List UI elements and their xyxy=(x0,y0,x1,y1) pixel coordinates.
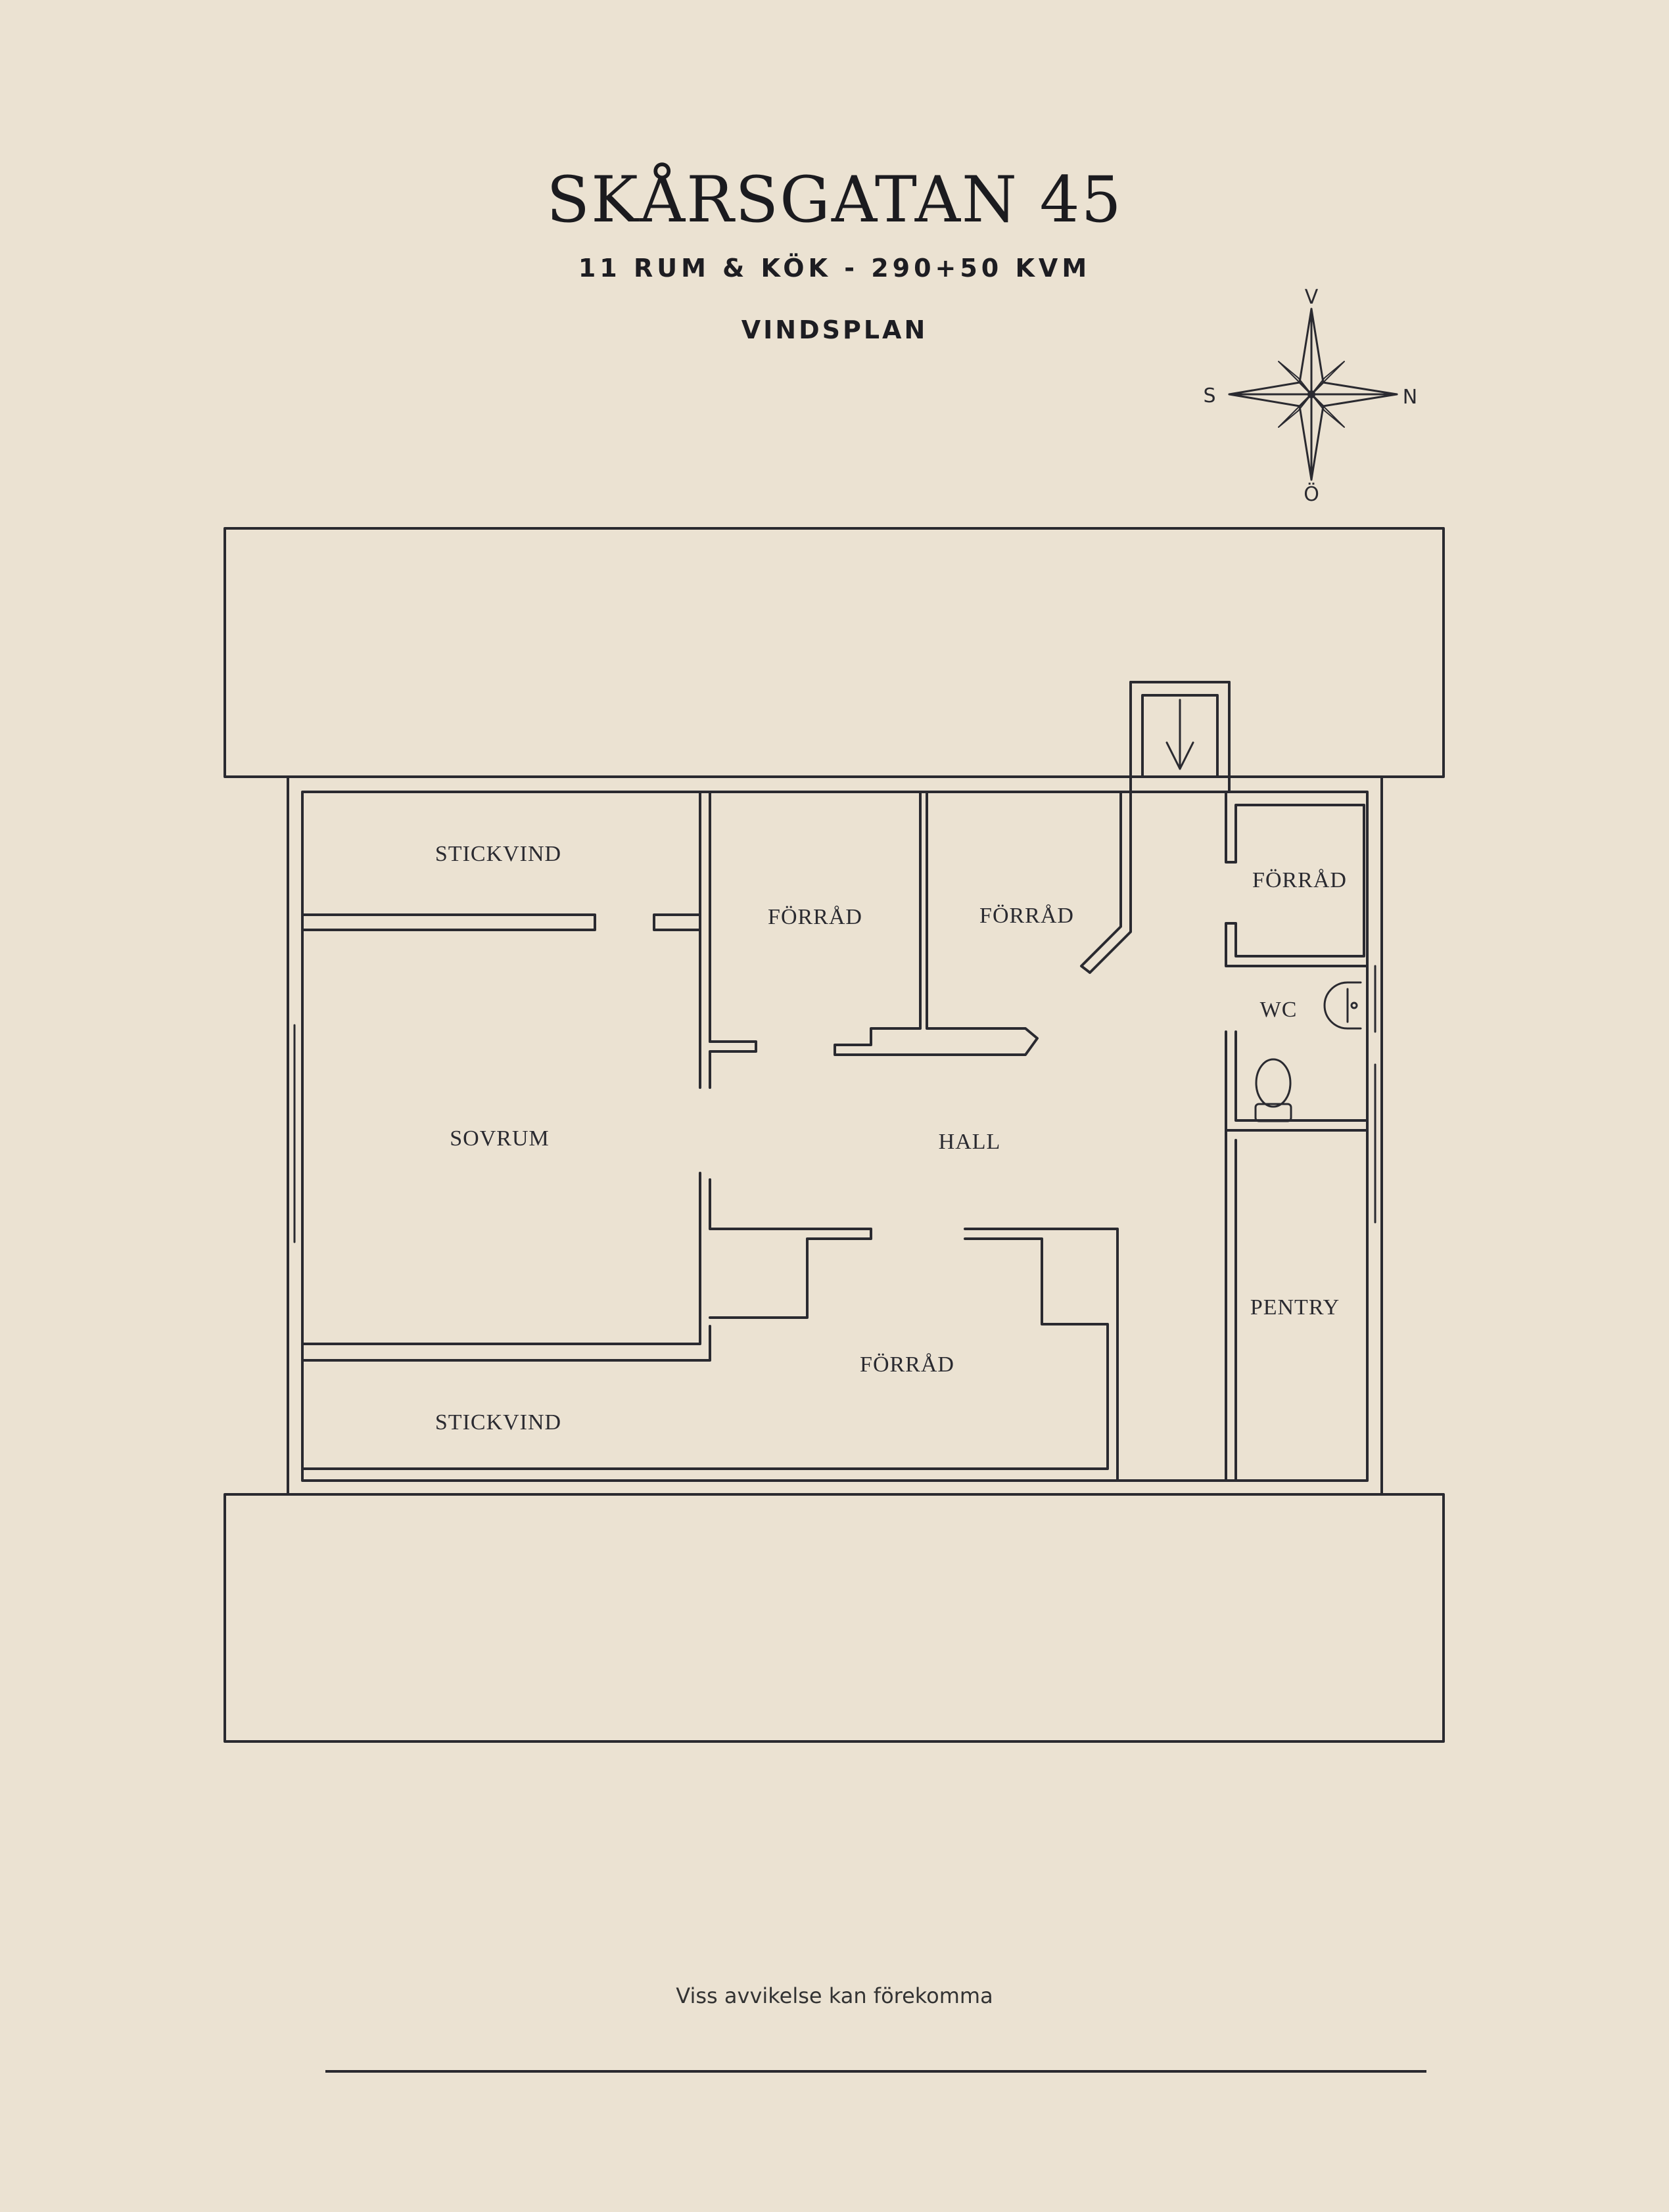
interior-walls xyxy=(301,681,1369,1482)
footer-divider xyxy=(325,2070,1426,2073)
room-label-pentry: PENTRY xyxy=(1250,1295,1340,1320)
property-subtitle: 11 RUM & KÖK - 290+50 KVM xyxy=(578,254,1091,283)
compass-south-label: S xyxy=(1203,384,1215,407)
room-label-forrad-bottom: FÖRRÅD xyxy=(860,1352,954,1377)
page-title: SKÅRSGATAN 45 xyxy=(546,163,1123,237)
compass-rose-icon xyxy=(1228,308,1398,481)
room-label-stickvind-top: STICKVIND xyxy=(435,842,561,866)
room-label-forrad-1: FÖRRÅD xyxy=(768,905,862,929)
room-label-stickvind-bottom: STICKVIND xyxy=(435,1410,561,1435)
room-label-forrad-3: FÖRRÅD xyxy=(1252,868,1347,892)
disclaimer-text: Viss avvikelse kan förekomma xyxy=(676,1983,993,2008)
room-label-sovrum: SOVRUM xyxy=(450,1126,549,1151)
plan-name: VINDSPLAN xyxy=(741,315,928,344)
room-label-forrad-2: FÖRRÅD xyxy=(979,904,1074,928)
room-label-wc: WC xyxy=(1260,998,1298,1022)
toilet-icon xyxy=(1254,1058,1292,1122)
roof-slope-bottom xyxy=(223,1493,1445,1743)
roof-slope-top xyxy=(223,527,1445,778)
compass-west-label: V xyxy=(1305,286,1319,309)
compass-east-label: Ö xyxy=(1304,482,1319,506)
windows xyxy=(287,965,1383,1243)
room-label-hall: HALL xyxy=(939,1130,1001,1154)
compass-north-label: N xyxy=(1403,386,1417,409)
sink-icon xyxy=(1323,981,1362,1030)
